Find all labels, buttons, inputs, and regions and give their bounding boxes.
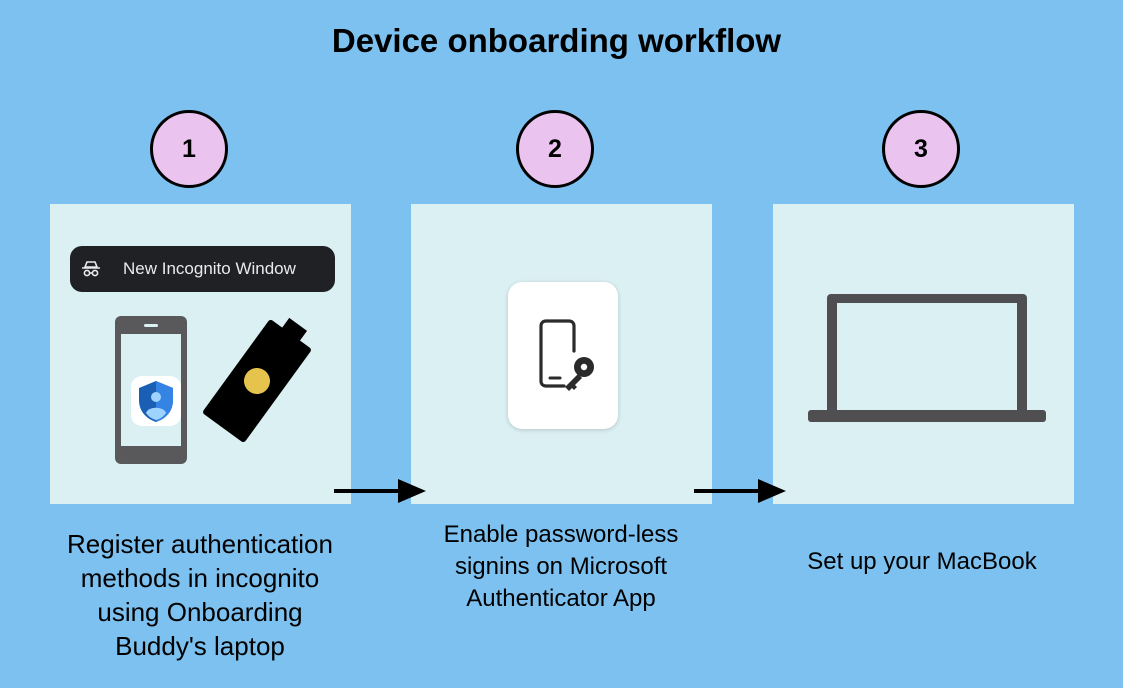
step-1-caption: Register authentication methods in incog…: [67, 529, 333, 661]
step-1-panel: New Incognito Window: [50, 204, 351, 504]
microsoft-authenticator-icon: [131, 376, 181, 426]
step-1-number: 1: [150, 110, 228, 188]
step-2-number: 2: [516, 110, 594, 188]
step-3-number: 3: [882, 110, 960, 188]
new-incognito-window-button: New Incognito Window: [70, 246, 335, 292]
page-title: Device onboarding workflow: [331, 22, 782, 59]
security-key-icon: [200, 316, 315, 446]
incognito-label: New Incognito Window: [123, 259, 296, 278]
phone-key-icon: [539, 319, 594, 391]
laptop-icon: [808, 294, 1046, 422]
step-2-caption: Enable password-less signins on Microsof…: [443, 521, 679, 612]
step-2-panel: [411, 204, 712, 504]
step-3-panel: [773, 204, 1074, 504]
phone-key-tile: [508, 282, 618, 429]
arrow-step-1-to-2: [334, 479, 426, 503]
incognito-icon: [82, 261, 100, 277]
step-3-caption: Set up your MacBook: [807, 548, 1037, 575]
phone-icon: [115, 316, 187, 464]
arrow-step-2-to-3: [694, 479, 786, 503]
